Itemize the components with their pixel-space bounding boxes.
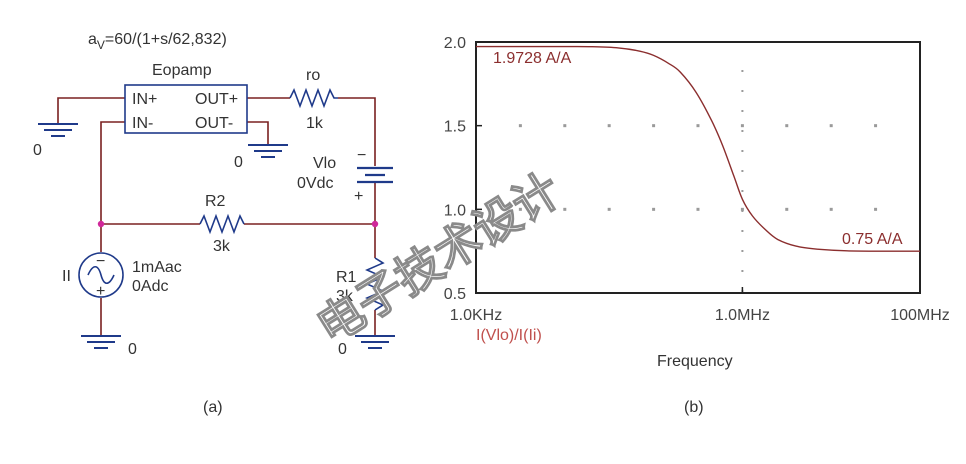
chart: 2.0 1.5 1.0 0.5 1.0KHz 1.0MHz 100MHz 1.9728 A… — [444, 35, 950, 416]
current-source-wave — [87, 265, 115, 285]
vlo-minus-sign: − — [357, 147, 366, 164]
annotation-high: 1.9728 A/A — [493, 50, 572, 67]
grid-dot — [696, 207, 700, 211]
opamp-pin-inplus: IN+ — [132, 91, 157, 108]
opamp-block — [124, 84, 248, 134]
grid-dot — [874, 124, 878, 128]
y-tick-label: 0.5 — [444, 286, 466, 303]
chart-grid — [518, 70, 878, 293]
grid-dot — [829, 207, 833, 211]
grid-dot — [874, 207, 878, 211]
ii-minus-sign: − — [96, 253, 105, 270]
grid-dot — [607, 207, 611, 211]
resistor-r1 — [365, 257, 385, 311]
ground-symbol-source — [81, 335, 121, 349]
y-tick-label: 1.0 — [444, 202, 466, 219]
x-tick-label: 100MHz — [890, 307, 950, 324]
opamp-pin-outminus: OUT- — [195, 115, 233, 132]
grid-dot — [740, 124, 744, 128]
wire-inminus-node — [100, 121, 125, 224]
grid-dot — [563, 124, 567, 128]
y-tick-label: 1.5 — [444, 119, 466, 136]
ground-label-opamp: 0 — [234, 154, 243, 171]
resistor-r2 — [199, 213, 245, 235]
r1-value: 3k — [336, 288, 354, 305]
opamp-name: Eopamp — [152, 62, 212, 79]
ii-name: II — [62, 268, 71, 285]
r2-name: R2 — [205, 193, 226, 210]
watermark: 电子技术设计 — [307, 162, 570, 354]
grid-dot — [785, 124, 789, 128]
grid-dot — [563, 207, 567, 211]
resistor-ro — [289, 87, 338, 109]
ground-symbol-r1 — [355, 335, 395, 349]
vlo-name: Vlo — [313, 155, 336, 172]
grid-dot — [607, 124, 611, 128]
ro-name: ro — [306, 67, 320, 84]
ii-ac-value: 1mAac — [132, 259, 182, 276]
ground-symbol-left-top — [38, 123, 78, 137]
ii-plus-sign: + — [96, 283, 105, 300]
grid-dot — [518, 207, 522, 211]
grid-dot — [652, 207, 656, 211]
wire-ro-vlo — [338, 97, 376, 166]
trace-legend-label: I(Vlo)/I(Ii) — [476, 327, 542, 344]
x-tick-label: 1.0MHz — [715, 307, 770, 324]
ground-symbol-opamp — [248, 144, 288, 158]
caption-b: (b) — [684, 399, 704, 416]
x-axis-label: Frequency — [657, 353, 733, 370]
ground-label-left-top: 0 — [33, 142, 42, 159]
ground-label-source: 0 — [128, 341, 137, 358]
r1-name: R1 — [336, 269, 357, 286]
gain-expression: aV=60/(1+s/62,832) — [88, 31, 227, 52]
chart-x-ticks: 1.0KHz 1.0MHz 100MHz — [450, 287, 950, 324]
ro-value: 1k — [306, 115, 324, 132]
chart-y-ticks: 2.0 1.5 1.0 0.5 — [444, 35, 482, 303]
vlo-value: 0Vdc — [297, 175, 333, 192]
grid-dot — [518, 124, 522, 128]
r2-value: 3k — [213, 238, 231, 255]
grid-dot — [696, 124, 700, 128]
junction-left — [97, 220, 105, 228]
annotation-low: 0.75 A/A — [842, 231, 903, 248]
grid-dot — [740, 207, 744, 211]
grid-dot — [785, 207, 789, 211]
opamp-pin-outplus: OUT+ — [195, 91, 238, 108]
grid-dot — [829, 124, 833, 128]
ground-label-r1: 0 — [338, 341, 347, 358]
opamp-pin-inminus: IN- — [132, 115, 153, 132]
ii-dc-value: 0Adc — [132, 278, 168, 295]
schematic — [57, 97, 376, 336]
junction-right — [371, 220, 379, 228]
chart-plot-frame — [475, 41, 921, 294]
grid-dot — [652, 124, 656, 128]
wire-outminus-ground — [247, 121, 269, 145]
series-line-ratio — [475, 45, 920, 252]
x-tick-label: 1.0KHz — [450, 307, 502, 324]
y-tick-label: 2.0 — [444, 35, 466, 52]
wire-inplus-ground — [57, 97, 125, 124]
vlo-plus-sign: + — [354, 188, 363, 205]
caption-a: (a) — [203, 399, 223, 416]
